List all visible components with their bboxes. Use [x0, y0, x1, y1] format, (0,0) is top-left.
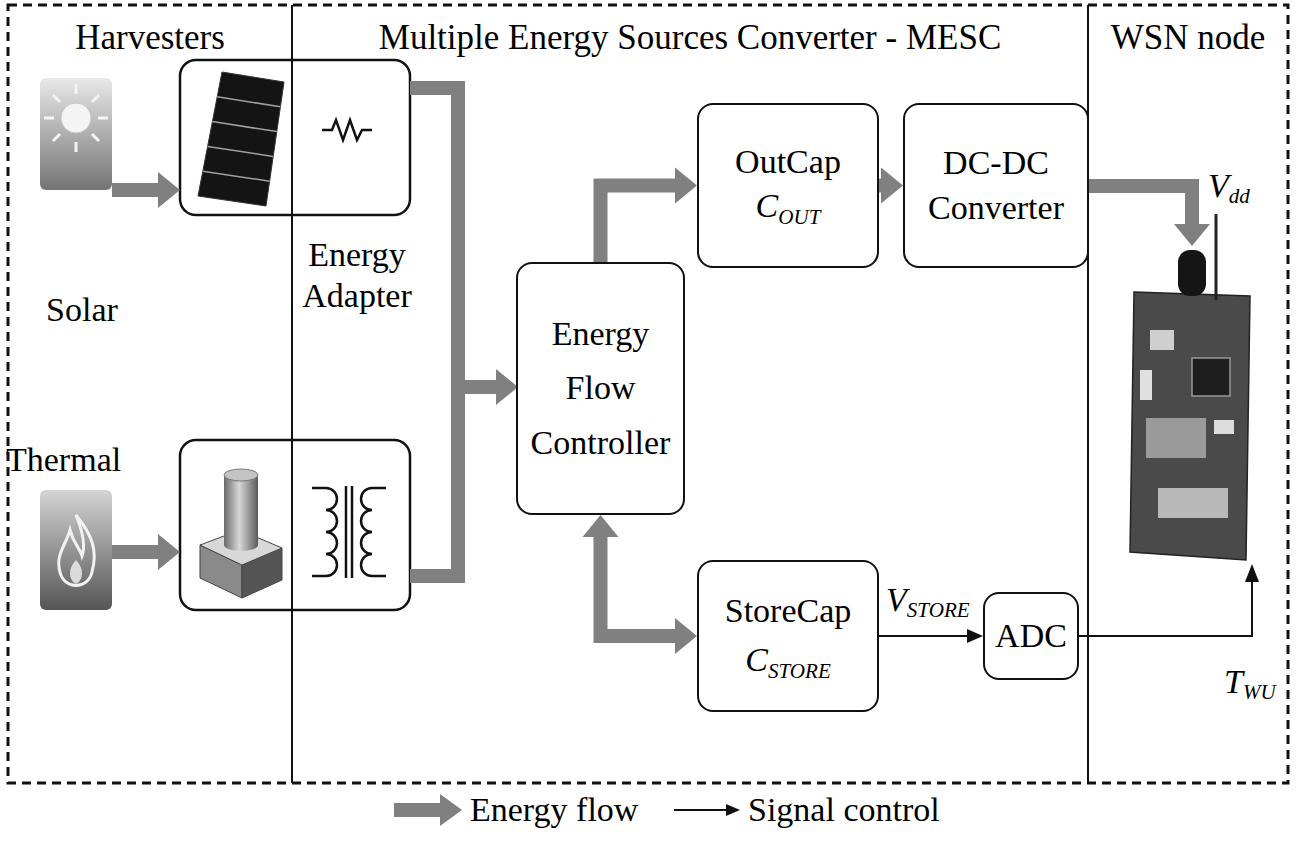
section-band: Harvesters — [8, 5, 292, 783]
section-heading: WSN node — [1111, 18, 1266, 57]
label-text: Energy Adapter — [302, 236, 412, 314]
arrow-head — [675, 168, 697, 204]
label-text: WU — [1243, 680, 1276, 704]
section-divider — [291, 5, 293, 783]
stage-name: Energy Adapter — [287, 235, 427, 317]
section-heading: Harvesters — [75, 18, 225, 57]
label-text: V — [886, 581, 907, 618]
signal-arrow — [1077, 564, 1259, 636]
box-text: ADC — [995, 617, 1067, 654]
text-line: ADC — [995, 614, 1067, 658]
resistor-symbol — [322, 120, 372, 140]
energy-flow-arrow — [601, 168, 698, 263]
arrow-shaft — [601, 535, 678, 636]
text-line: COUT — [756, 184, 821, 231]
harvester-box — [180, 60, 410, 215]
legend-sample — [670, 790, 742, 830]
thermoelectric-generator — [200, 469, 282, 598]
energy-flow-arrow — [583, 515, 698, 654]
source-name: Solar — [22, 290, 142, 331]
converter-box: DC-DC Converter — [903, 103, 1089, 268]
sensor-node-board — [1130, 214, 1250, 560]
source-name: Thermal — [6, 440, 121, 481]
label-text: STORE — [907, 598, 970, 622]
box-text: C — [745, 641, 768, 678]
signal-name: TWU — [1224, 662, 1276, 706]
label-text: T — [1224, 663, 1243, 700]
energy-arrow — [112, 88, 1210, 576]
text-line: CSTORE — [745, 635, 831, 686]
legend-entry: Signal control — [670, 790, 940, 831]
box-text: StoreCap — [725, 592, 852, 629]
label-text: dd — [1229, 184, 1250, 208]
harvester-box — [180, 440, 410, 610]
text-line: OutCap — [735, 140, 841, 184]
arrow-shaft — [601, 186, 678, 263]
text-line: Energy Flow Controller — [526, 307, 675, 470]
text-line: DC-DC Converter — [913, 141, 1079, 229]
text-line: StoreCap — [725, 586, 852, 635]
legend-entry: Energy flow — [392, 790, 638, 831]
capacitor-box: OutCapCOUT — [697, 103, 879, 268]
arrow-head — [881, 168, 903, 204]
box-text: DC-DC Converter — [928, 144, 1064, 225]
box-text: Energy Flow Controller — [531, 315, 671, 461]
section-heading: Multiple Energy Sources Converter - MESC — [379, 18, 1001, 57]
label-text: Thermal — [6, 441, 121, 478]
arrow-head — [583, 515, 619, 537]
arrow-head — [967, 629, 983, 643]
controller-box: Energy Flow Controller — [516, 262, 685, 515]
signal-name: VSTORE — [886, 580, 970, 624]
box-text: STORE — [768, 659, 831, 683]
label-text: V — [1208, 167, 1229, 204]
text-line: Harvesters — [8, 5, 292, 59]
legend-text: Energy flow — [470, 790, 638, 831]
energy-flow-arrow — [879, 168, 903, 204]
label-text: Solar — [46, 291, 118, 328]
section-band: Multiple Energy Sources Converter - MESC… — [292, 5, 1088, 783]
box-text: C — [756, 187, 779, 224]
legend-text: Signal control — [748, 790, 940, 831]
arrow-shaft — [879, 635, 969, 637]
arrow-head — [675, 618, 697, 654]
text-line: WSN node — [1088, 5, 1288, 59]
box-text: OutCap — [735, 143, 841, 180]
signal-name: Vdd — [1208, 166, 1250, 210]
adc-box: ADC — [983, 592, 1079, 680]
section-band: WSN node — [1088, 5, 1288, 783]
sun-icon — [40, 78, 112, 190]
outer-border — [8, 5, 1288, 783]
text-line: Multiple Energy Sources Converter - MESC — [292, 5, 1088, 59]
box-text: OUT — [778, 205, 820, 229]
flame-icon — [40, 490, 112, 610]
legend-sample — [392, 790, 464, 830]
transformer-symbol — [312, 486, 386, 578]
capacitor-box: StoreCapCSTORE — [697, 560, 879, 712]
signal-arrow — [879, 629, 983, 643]
solar-panel — [198, 72, 284, 206]
